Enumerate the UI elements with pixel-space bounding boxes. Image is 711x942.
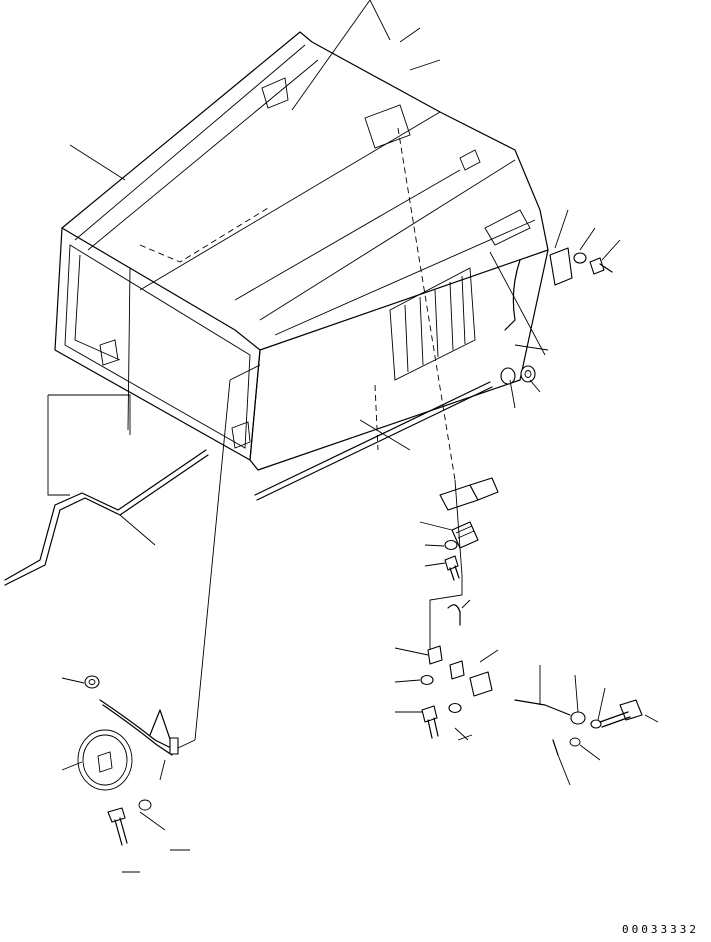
latch-parts xyxy=(420,477,499,741)
rod-assembly xyxy=(514,699,643,756)
weather-strip-left xyxy=(4,449,209,586)
cab-housing xyxy=(54,31,549,471)
door-stay-parts xyxy=(500,247,613,385)
weather-strip-right xyxy=(254,381,493,501)
side-vent-louver xyxy=(389,267,476,381)
callout-leaders xyxy=(47,0,659,873)
mirror-assembly xyxy=(77,675,179,846)
drawing-reference-code: 00033332 xyxy=(622,923,699,936)
